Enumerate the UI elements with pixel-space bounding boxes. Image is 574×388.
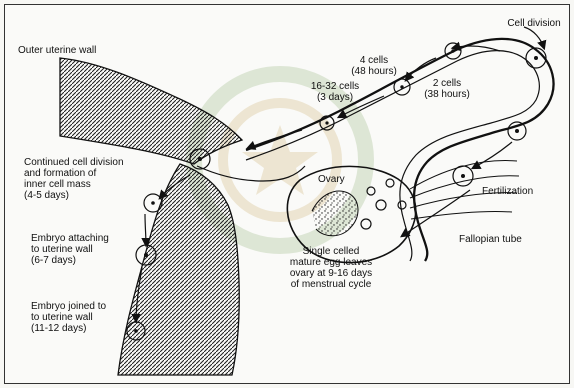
upper-uterine-wall [60, 58, 242, 164]
cell-16-nucleus [325, 121, 328, 124]
ovary-tissue [312, 191, 358, 236]
blastocyst-1-nucleus [198, 157, 202, 161]
label-2-cells: 2 cells (38 hours) [414, 78, 480, 100]
ovary-follicle-4 [361, 219, 371, 229]
label-embryo-joined: Embryo joined to to uterine wall (11-12 … [31, 301, 106, 334]
uterus-arrow-2 [145, 214, 146, 245]
embryo-joined-nucleus [134, 329, 138, 333]
label-continued-cell-division: Continued cell division and formation of… [24, 157, 124, 201]
lower-uterine-wall [118, 164, 239, 375]
label-16-32-cells: 16-32 cells (3 days) [303, 81, 367, 103]
label-single-celled-egg: Single celled mature egg leaves ovary at… [289, 246, 373, 290]
label-4-cells: 4 cells (48 hours) [344, 55, 404, 77]
fertilized-nucleus [461, 174, 465, 178]
egg-nucleus [534, 56, 538, 60]
ovary-follicle-1 [376, 200, 386, 210]
label-ovary: Ovary [318, 174, 345, 185]
cell-2-nucleus [515, 129, 519, 133]
fertilization-arrow-a [473, 142, 512, 168]
label-outer-uterine-wall: Outer uterine wall [18, 45, 96, 56]
cell-4b-nucleus [400, 85, 403, 88]
blastocyst-2-nucleus [151, 201, 155, 205]
label-cell-division: Cell division [499, 18, 569, 29]
label-embryo-attaching: Embryo attaching to uterine wall (6-7 da… [31, 233, 109, 266]
ovary-follicle-5 [398, 201, 406, 209]
ovary-follicle-3 [386, 179, 394, 187]
fimbria-4 [411, 211, 512, 219]
label-fertilization: Fertilization [482, 186, 533, 197]
cell-4a-nucleus [451, 49, 454, 52]
tube-arrow-4 [248, 130, 302, 148]
ovary-follicle-2 [367, 187, 375, 195]
label-fallopian-tube: Fallopian tube [459, 234, 522, 245]
embryo-attach-nucleus [144, 253, 148, 257]
uterine-cavity-edge [197, 166, 305, 181]
